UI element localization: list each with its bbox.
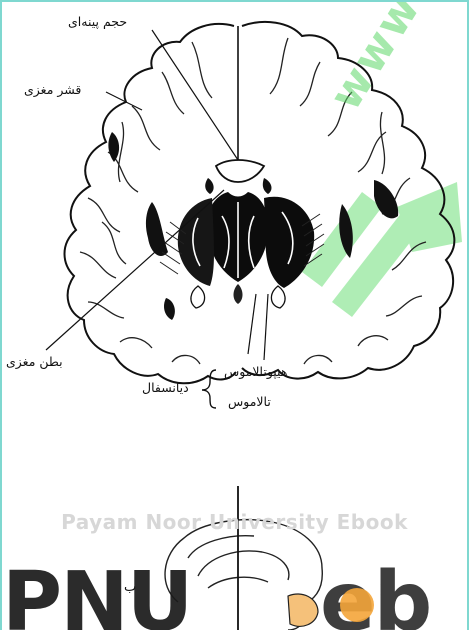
label-ventricle: بطن مغزی xyxy=(6,354,63,369)
mammillary-body xyxy=(234,284,243,304)
label-diencephalon: دیانسفال xyxy=(142,380,189,395)
logo-eb: eb xyxy=(320,562,430,630)
label-thalamus: تالاموس xyxy=(228,394,271,409)
logo-pnu: PNU xyxy=(2,562,191,630)
ebook-watermark: Payam Noor University Ebook xyxy=(2,510,467,534)
logo-orange-dot xyxy=(340,588,374,622)
label-cerebral-cortex: قشر مغزی xyxy=(24,82,81,97)
cerebellum-inset xyxy=(288,594,318,626)
label-corpus-callosum: حجم پینه‌ای xyxy=(68,14,127,29)
label-hypothalamus: هیپوتالاموس xyxy=(224,364,287,379)
left-thalamus xyxy=(178,198,214,286)
lateral-ventricles xyxy=(216,160,264,182)
